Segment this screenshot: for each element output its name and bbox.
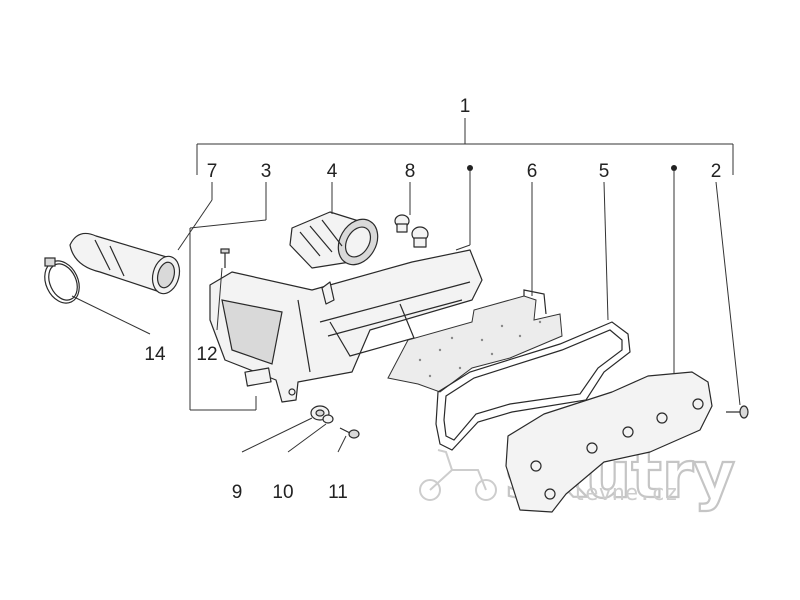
- callout-8: 8: [405, 161, 416, 182]
- callout-9: 9: [232, 482, 243, 503]
- group-bracket: [196, 118, 734, 175]
- part-7-intake-sleeve: [69, 232, 181, 295]
- callout-4: 4: [327, 161, 338, 182]
- callout-1: 1: [460, 96, 471, 117]
- part-10-washer: [322, 414, 334, 424]
- part-14-hose-clamp: [44, 257, 80, 304]
- part-11-bolt: [339, 427, 360, 439]
- part-8-grommets: [394, 214, 429, 248]
- callout-14: 14: [144, 344, 166, 365]
- callout-5: 5: [599, 161, 610, 182]
- leader-lines: [71, 165, 741, 453]
- callout-11: 11: [328, 482, 348, 503]
- part-2-screw: [726, 405, 749, 419]
- part-4-intake-duct: [289, 211, 379, 269]
- callout-3: 3: [261, 161, 272, 182]
- callout-6: 6: [527, 161, 538, 182]
- callout-12: 12: [196, 344, 217, 365]
- callout-10: 10: [272, 482, 293, 503]
- bullet-dot: [467, 165, 473, 171]
- watermark-domain: levne.cz: [572, 481, 678, 506]
- foam-texture: [418, 320, 542, 378]
- callout-numbers: 1 7 3 4 8 6 5 2 14 12 9 10 11: [144, 96, 721, 503]
- callout-2: 2: [711, 161, 722, 182]
- part-12-screw: [220, 248, 230, 268]
- part-3-air-box-housing: [209, 249, 483, 403]
- bullet-dot: [671, 165, 677, 171]
- part-5-gasket: [435, 321, 631, 451]
- callout-7: 7: [207, 161, 218, 182]
- part-2-cover: [505, 371, 713, 513]
- scooter-icon: [419, 449, 497, 501]
